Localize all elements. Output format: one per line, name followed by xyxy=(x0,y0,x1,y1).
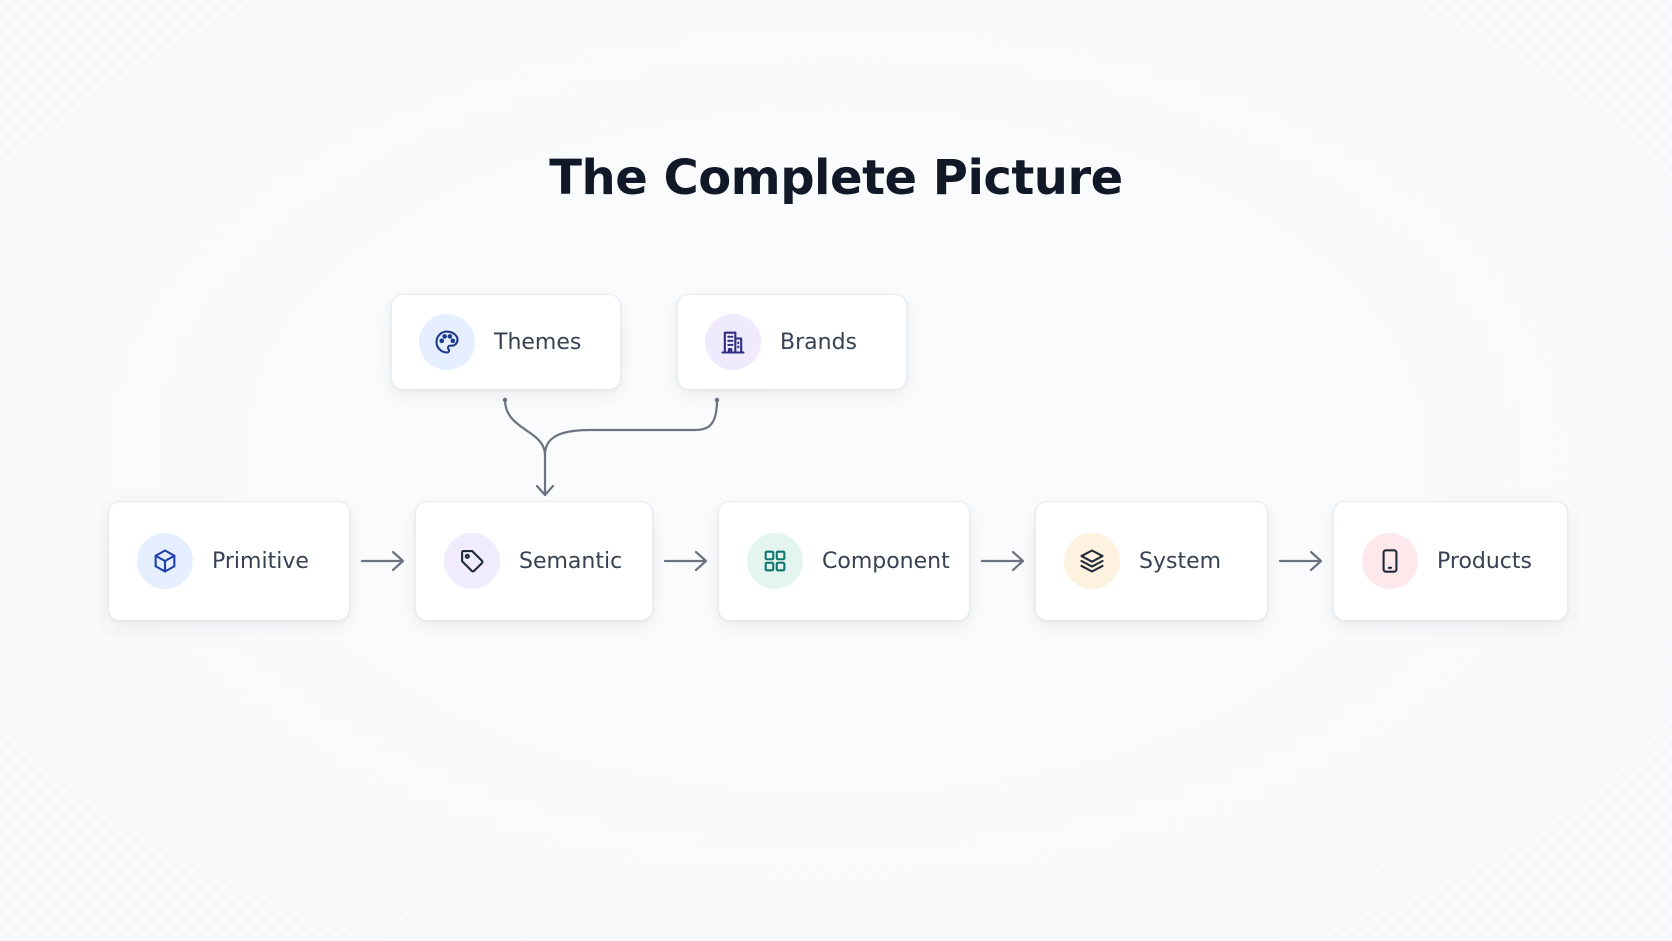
brands-node[interactable]: Brands xyxy=(677,294,907,390)
themes-icon-badge xyxy=(419,314,475,370)
system-node[interactable]: System xyxy=(1035,501,1268,621)
brands-icon-badge xyxy=(705,314,761,370)
semantic-node[interactable]: Semantic xyxy=(415,501,653,621)
primitive-label: Primitive xyxy=(212,548,309,574)
component-node[interactable]: Component xyxy=(718,501,970,621)
page-title: The Complete Picture xyxy=(549,150,1123,206)
primitive-icon-badge xyxy=(137,533,193,589)
semantic-icon-badge xyxy=(444,533,500,589)
themes-label: Themes xyxy=(494,329,582,355)
system-icon-badge xyxy=(1064,533,1120,589)
products-label: Products xyxy=(1437,548,1532,574)
semantic-label: Semantic xyxy=(519,548,623,574)
component-label: Component xyxy=(822,548,950,574)
component-icon-badge xyxy=(747,533,803,589)
layers-icon xyxy=(1080,549,1104,573)
smartphone-icon xyxy=(1382,549,1398,573)
system-label: System xyxy=(1139,548,1222,574)
tag-icon xyxy=(461,550,484,573)
grid-icon xyxy=(764,550,786,572)
primitive-node[interactable]: Primitive xyxy=(108,501,350,621)
cube-icon xyxy=(154,549,176,573)
products-node[interactable]: Products xyxy=(1333,501,1568,621)
brands-label: Brands xyxy=(780,329,857,355)
building-icon xyxy=(721,331,745,354)
themes-node[interactable]: Themes xyxy=(391,294,621,390)
palette-icon xyxy=(435,330,459,354)
products-icon-badge xyxy=(1362,533,1418,589)
